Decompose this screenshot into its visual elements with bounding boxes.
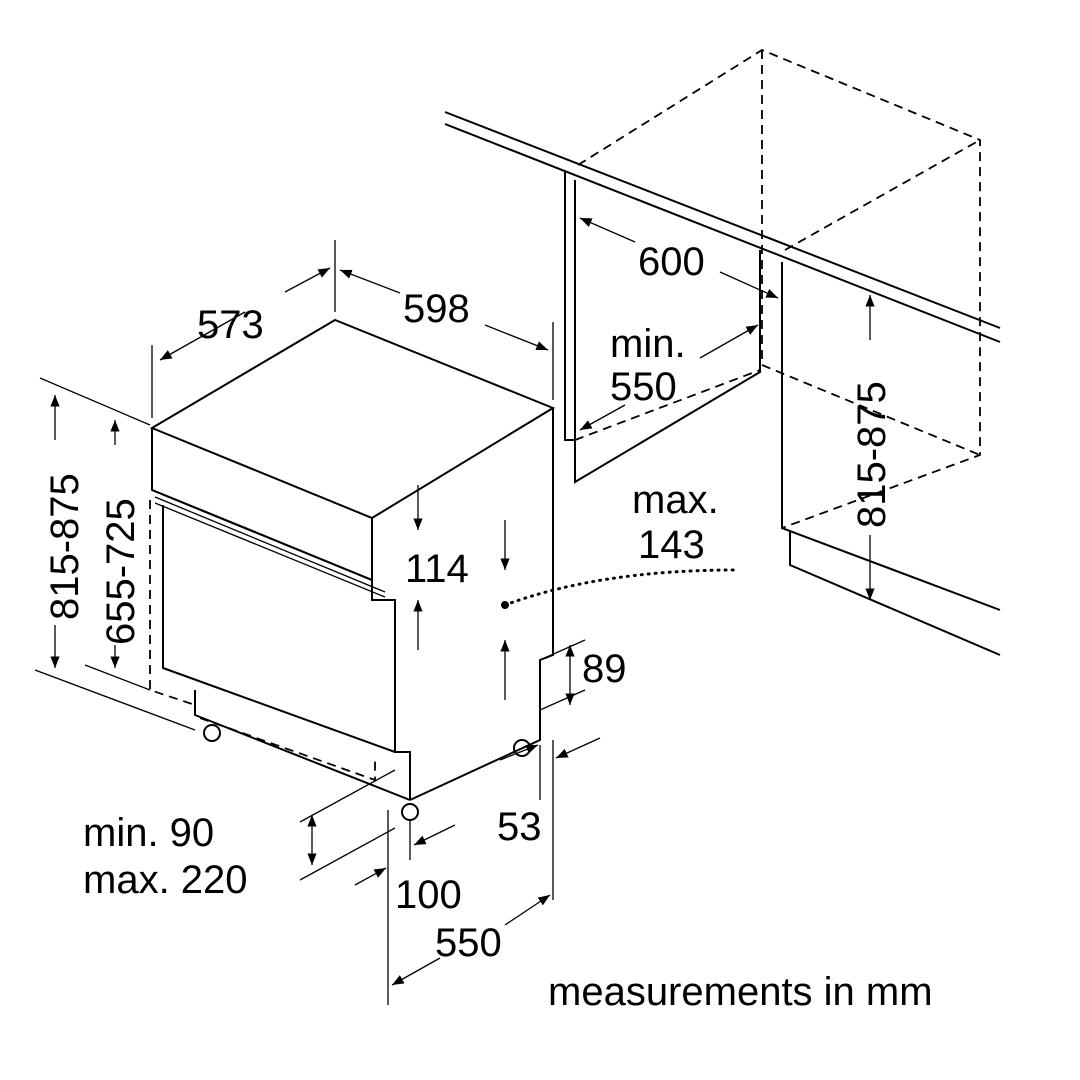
label-plinth-recess: 89 [582, 647, 627, 691]
dimension-labels: 573 598 600 min. 550 815-875 655-725 815… [43, 240, 933, 1014]
label-plinth-offset: 53 [497, 805, 542, 849]
dimension-arrows [50, 217, 875, 986]
extension-lines [34, 240, 586, 1005]
label-plinth-min: min. 90 [83, 811, 214, 855]
label-niche-width: 600 [638, 240, 705, 284]
label-plinth-max: max. 220 [83, 858, 248, 902]
label-niche-depth-1: min. [610, 322, 686, 366]
footer-note: measurements in mm [548, 970, 933, 1014]
dishwasher [149, 318, 737, 821]
label-width: 598 [403, 287, 470, 331]
label-height-body: 655-725 [99, 498, 143, 645]
label-panel-max-2: 143 [638, 523, 705, 567]
label-panel-max-1: max. [632, 478, 719, 522]
label-height-total: 815-875 [43, 473, 87, 620]
label-niche-height: 815-875 [850, 381, 894, 528]
label-niche-depth-2: 550 [610, 365, 677, 409]
label-foot-offset: 100 [395, 873, 462, 917]
label-depth: 573 [197, 303, 264, 347]
label-base-depth: 550 [435, 921, 502, 965]
label-panel-height: 114 [405, 547, 469, 591]
kitchen-niche [444, 48, 1001, 656]
